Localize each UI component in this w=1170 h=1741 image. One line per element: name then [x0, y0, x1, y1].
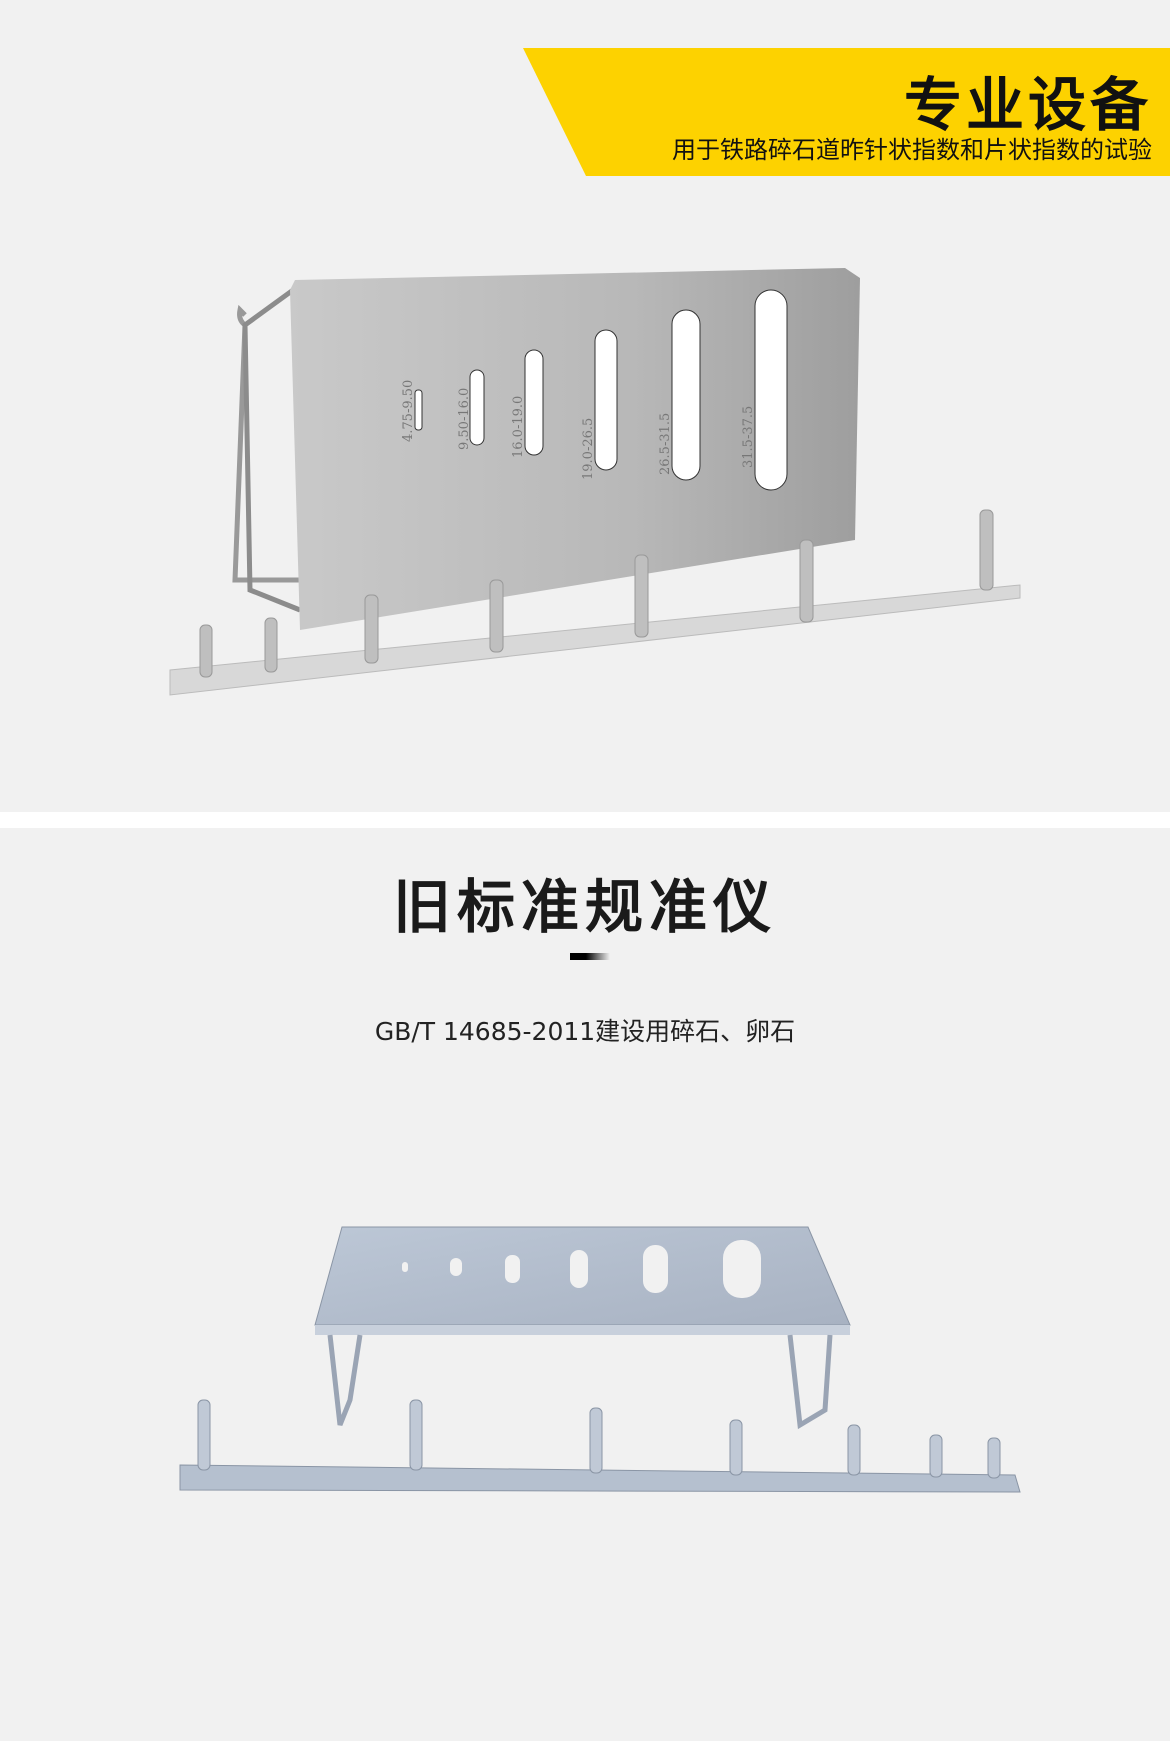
section-divider [0, 812, 1170, 828]
slot-label: 4.75-9.50 [401, 380, 416, 442]
old-gauge-photo [179, 1226, 1021, 1493]
slot-label: 26.5-31.5 [658, 413, 673, 475]
yellow-banner: 专业设备 用于铁路碎石道昨针状指数和片状指数的试验 [523, 48, 1170, 176]
gauge-plate [290, 268, 860, 630]
slot-label: 19.0-26.5 [581, 418, 596, 480]
slot-label: 31.5-37.5 [741, 406, 756, 468]
banner-title: 专业设备 [903, 71, 1152, 139]
section-title: 旧标准规准仪 [392, 873, 777, 941]
banner-subtitle: 用于铁路碎石道昨针状指数和片状指数的试验 [672, 136, 1152, 164]
section-subtitle: GB/T 14685-2011建设用碎石、卵石 [374, 1017, 796, 1046]
handle-wire [232, 304, 440, 583]
pin-bar [169, 584, 1021, 696]
slot-label: 16.0-19.0 [511, 396, 526, 458]
slot-label: 9.50-16.0 [457, 388, 472, 450]
pins [197, 1399, 1001, 1479]
section-professional-equipment: 专业设备 用于铁路碎石道昨针状指数和片状指数的试验 4.75-9.50 9.50… [0, 0, 1170, 812]
stainless-gauge-photo: 4.75-9.50 9.50-16.0 16.0-19.0 19.0-26.5 … [169, 268, 1021, 696]
pins [199, 509, 994, 678]
title-underline [570, 953, 610, 960]
